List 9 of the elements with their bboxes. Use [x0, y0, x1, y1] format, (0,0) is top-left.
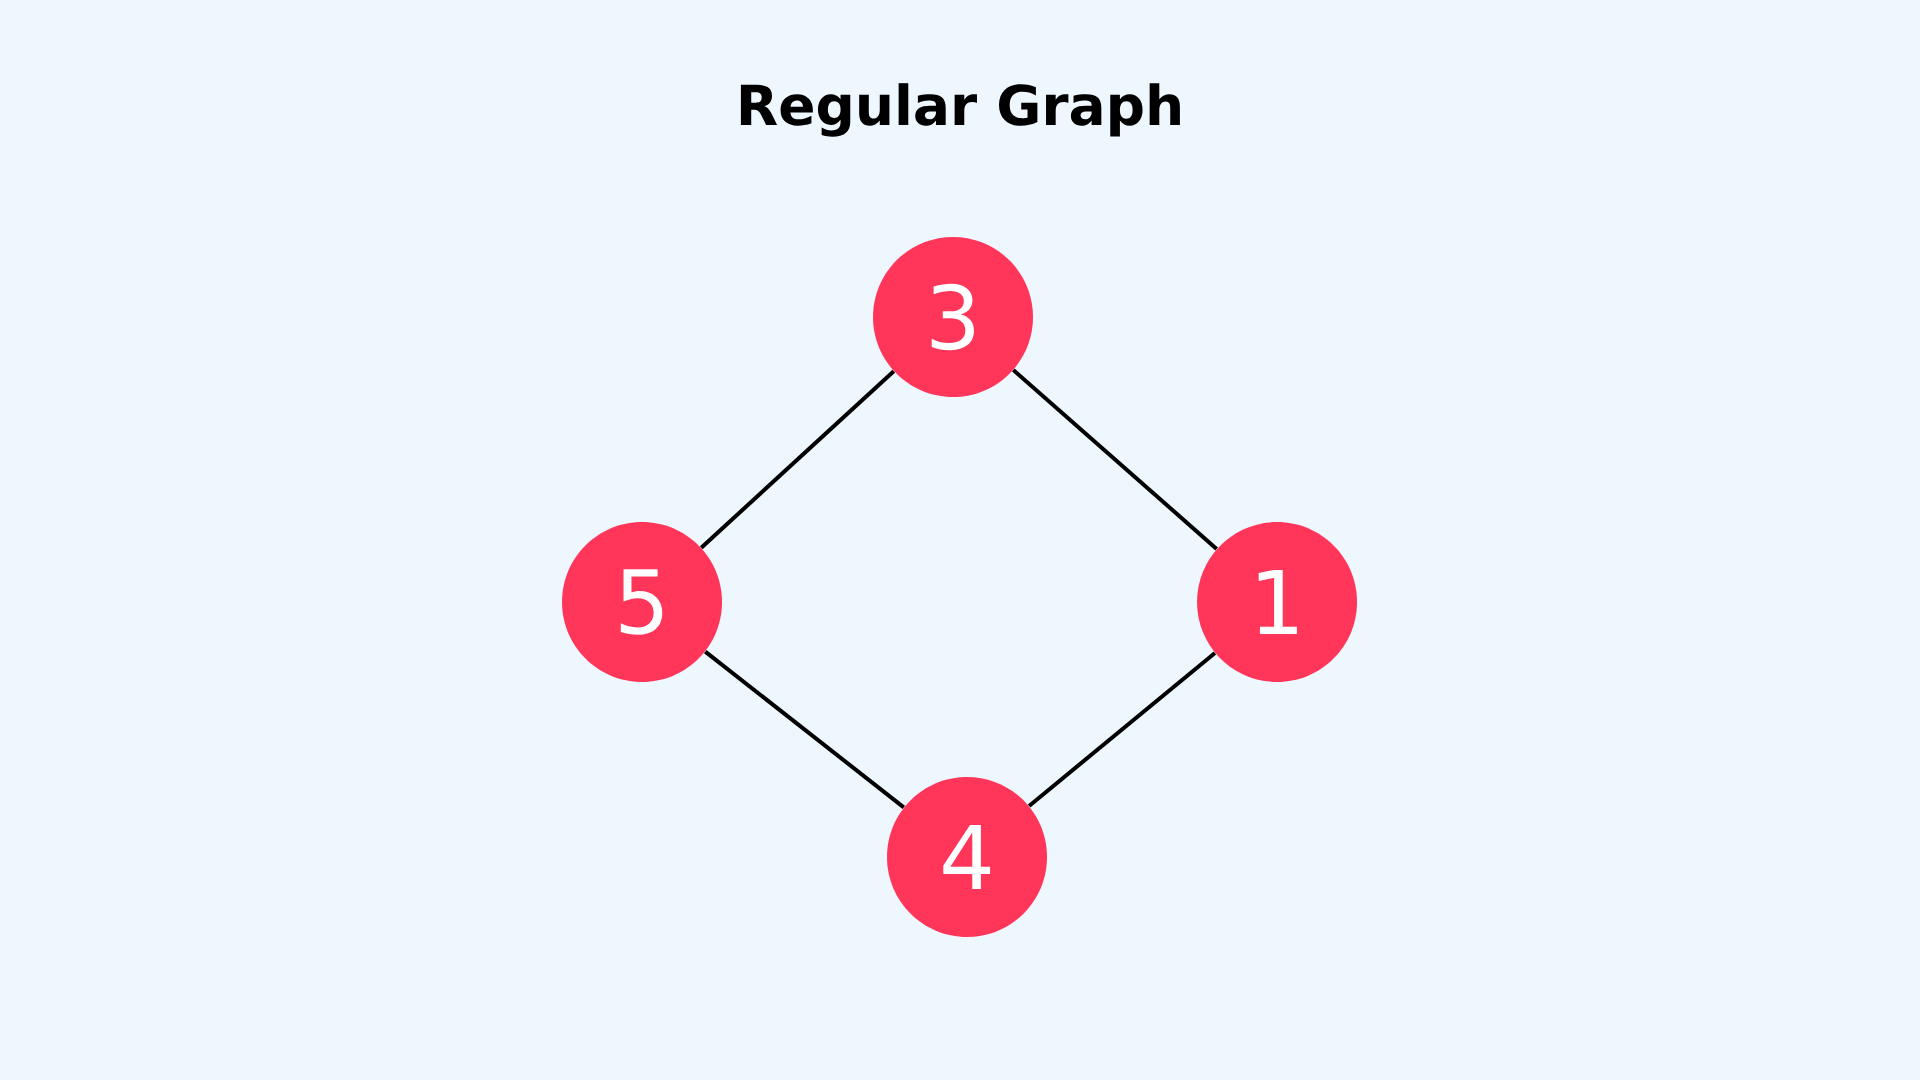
graph-vertex: 3	[873, 237, 1033, 397]
graph-vertex: 4	[887, 777, 1047, 937]
edge-line	[699, 369, 896, 550]
graph-vertex: 1	[1197, 522, 1357, 682]
edge-line	[1012, 368, 1218, 551]
graph-vertex: 5	[562, 522, 722, 682]
edge-line	[1027, 651, 1217, 808]
edge-line	[704, 650, 905, 809]
title: Regular Graph	[740, 83, 1180, 137]
